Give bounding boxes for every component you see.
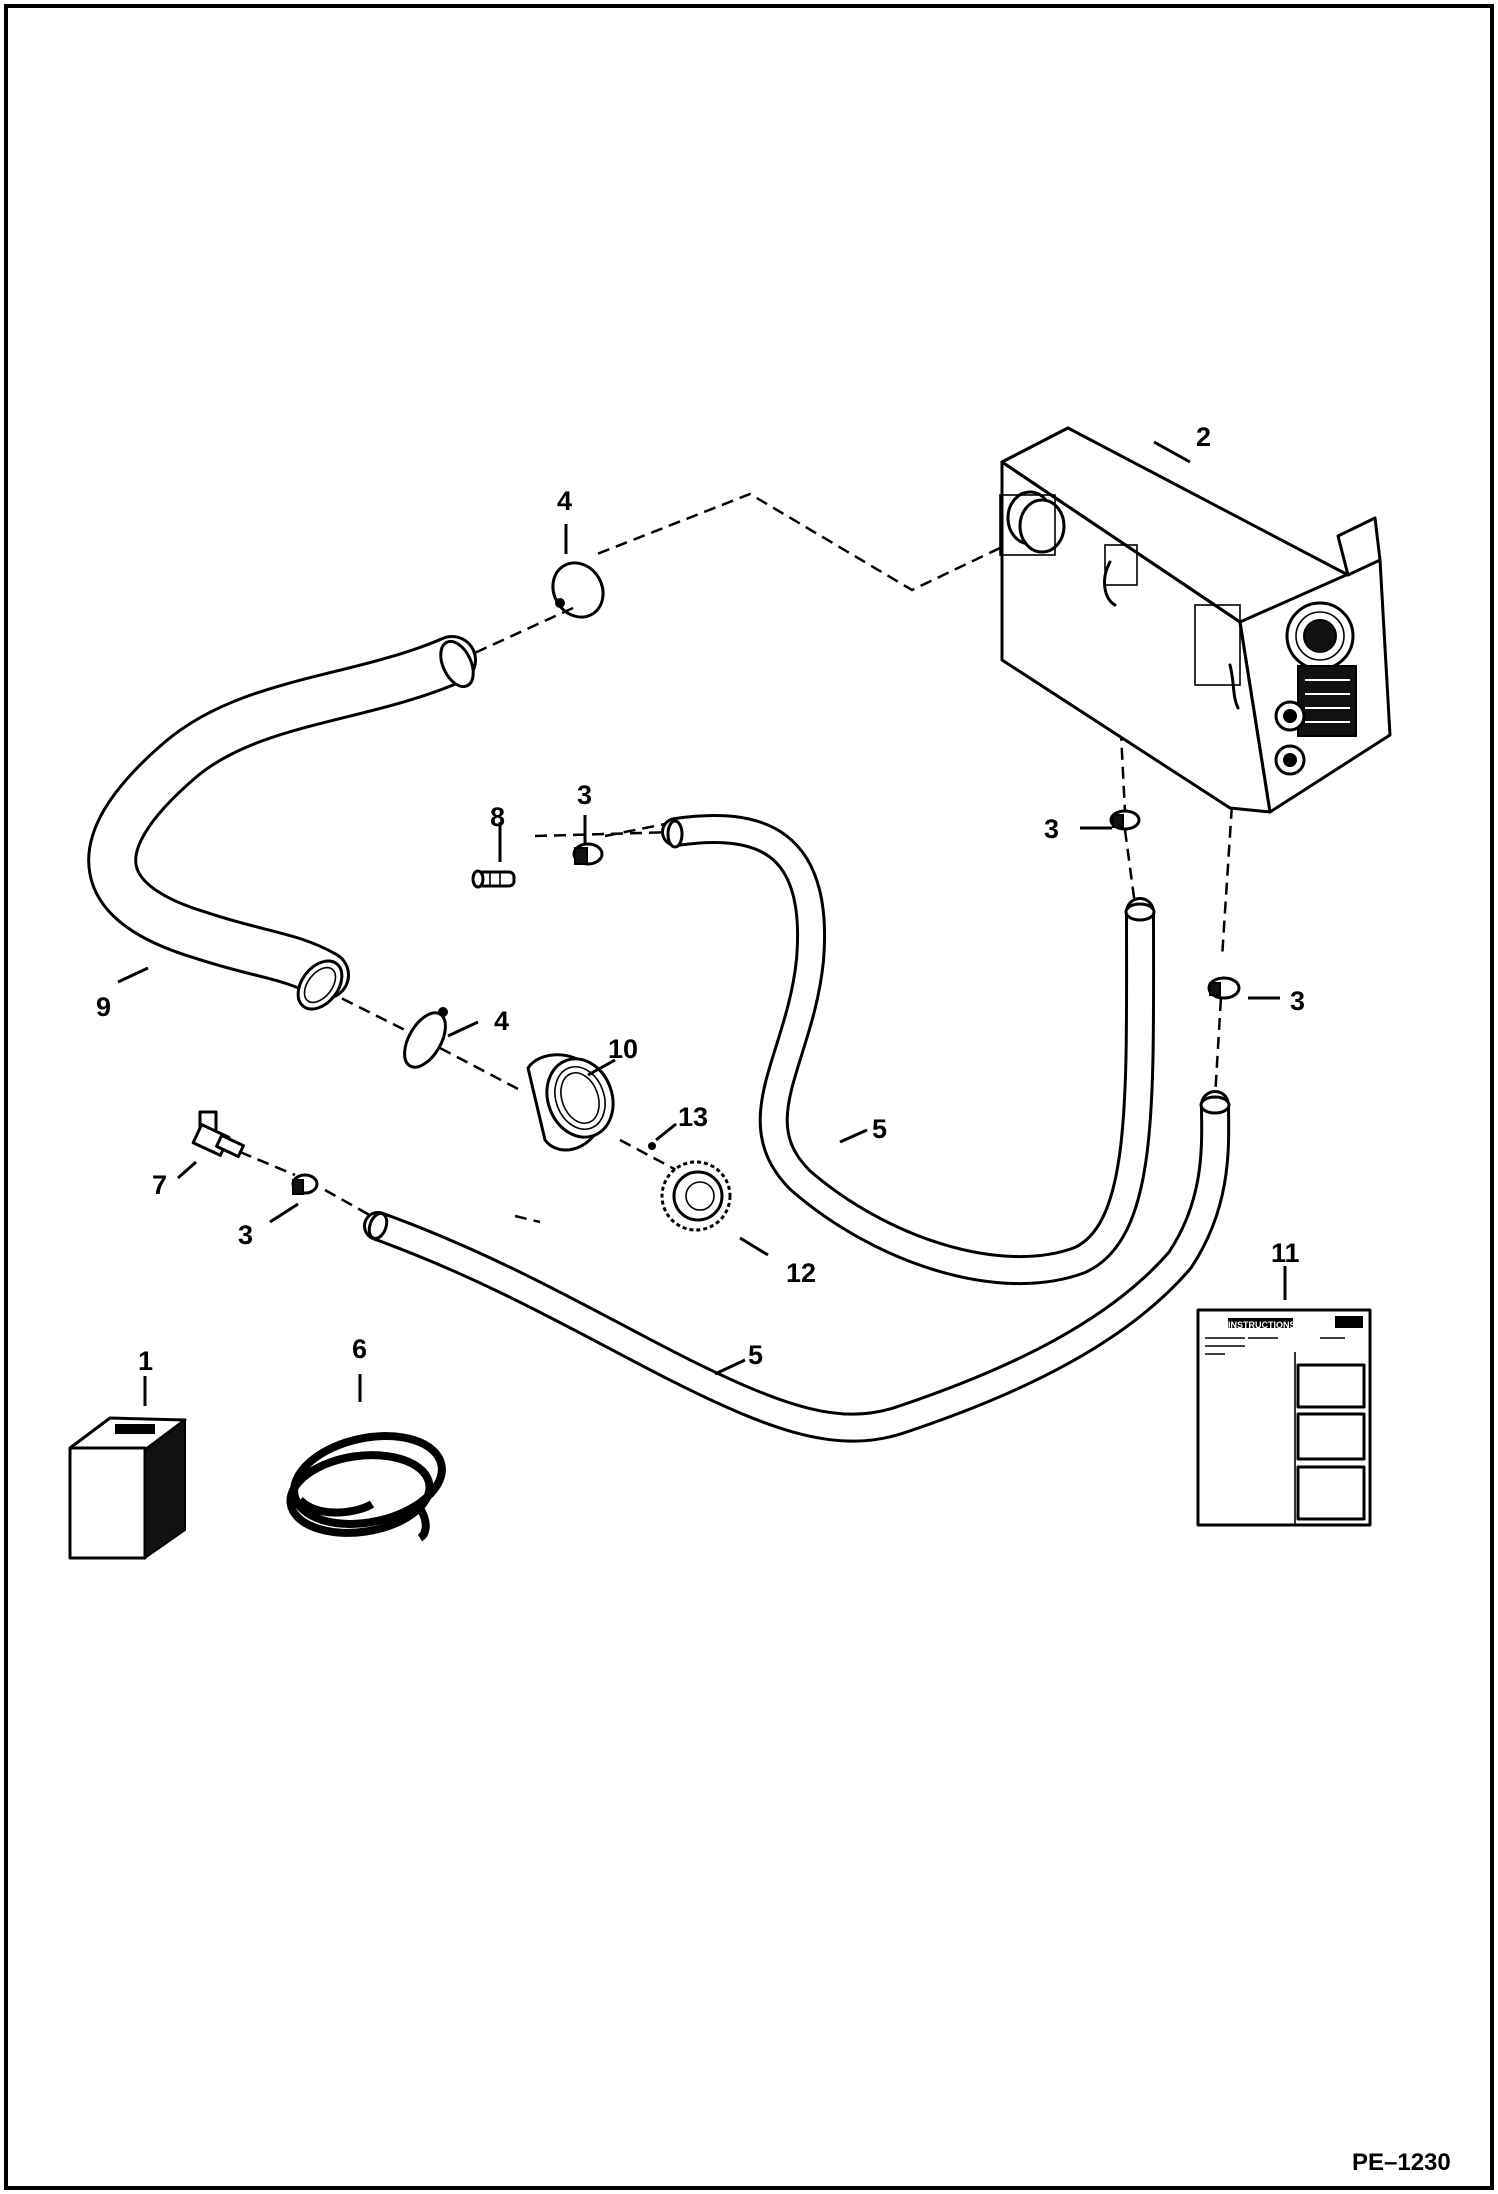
callout-3-heater-right: 3	[1290, 986, 1305, 1016]
callout-labels: 2 4 3 8 3 3 9 4 10 13 5 7 3 12 5 1 6 11	[96, 422, 1305, 1376]
coiled-wire	[286, 1432, 446, 1542]
callout-7: 7	[152, 1170, 167, 1200]
callout-3-heater-left: 3	[1044, 814, 1059, 844]
hose-fitting	[471, 869, 516, 889]
small-clamp-upper-left	[572, 842, 604, 866]
drawing-code: PE–1230	[1352, 2149, 1451, 2176]
louver-vent	[660, 1160, 732, 1232]
instruction-sheet-heading: INSTRUCTIONS	[1228, 1320, 1296, 1330]
hose-upper-5	[661, 814, 1156, 1286]
callout-8: 8	[490, 802, 505, 832]
callout-5-lower: 5	[748, 1340, 763, 1370]
hose-clamp-upper	[551, 561, 605, 619]
duct-adapter	[526, 1053, 615, 1152]
callout-11: 11	[1271, 1238, 1300, 1268]
small-clamp-heater-right	[1207, 976, 1241, 1000]
callout-6: 6	[352, 1334, 367, 1364]
hose-clamp-lower	[403, 1007, 448, 1069]
callout-4-upper: 4	[557, 486, 572, 516]
screw	[648, 1142, 656, 1150]
callout-9: 9	[96, 992, 111, 1022]
hose-large-9	[87, 635, 477, 1011]
callout-3-lower: 3	[238, 1220, 253, 1250]
leader-lines	[117, 440, 1287, 1406]
heater-unit	[999, 426, 1392, 814]
callout-5-upper: 5	[872, 1114, 887, 1144]
component-box	[68, 1416, 187, 1560]
instruction-sheet: INSTRUCTIONS	[1196, 1308, 1372, 1527]
callout-13: 13	[678, 1102, 708, 1132]
callout-3-upper: 3	[577, 780, 592, 810]
callout-1: 1	[138, 1346, 153, 1376]
elbow-fitting	[191, 1110, 245, 1159]
hose-lower-5	[363, 1090, 1231, 1443]
callout-12: 12	[786, 1258, 816, 1288]
page-frame	[4, 4, 1494, 2190]
callout-10: 10	[608, 1034, 638, 1064]
callout-4-lower: 4	[494, 1006, 509, 1036]
small-clamp-lower-left	[291, 1173, 319, 1195]
callout-2: 2	[1196, 422, 1211, 452]
small-clamp-heater-left	[1109, 809, 1141, 831]
